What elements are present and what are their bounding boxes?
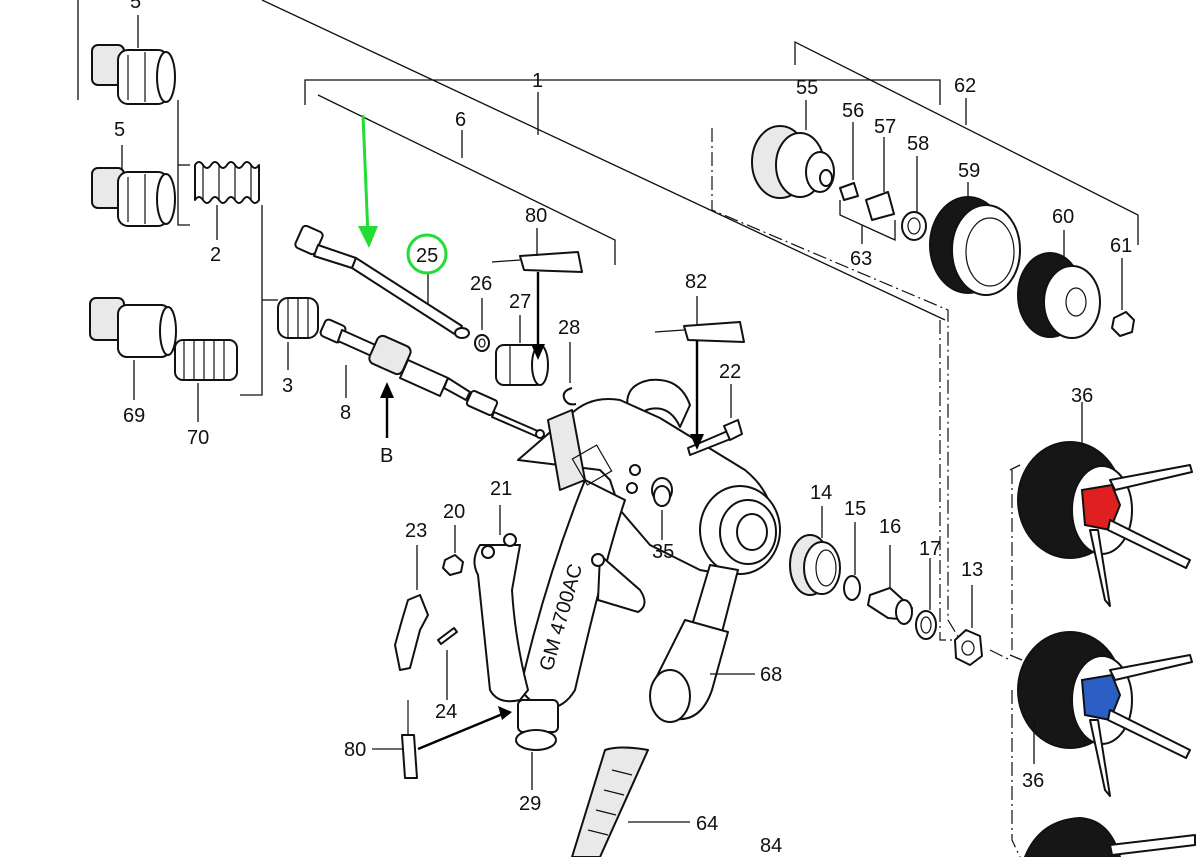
trigger-21 [473,505,529,703]
label-17: 17 [919,538,941,560]
seal-58 [901,156,927,241]
label-25: 25 [416,245,438,267]
nut-61 [1111,258,1135,337]
label-15: 15 [844,498,866,520]
label-26: 26 [470,273,492,295]
label-59: 59 [958,160,980,182]
label-64: 64 [696,813,718,835]
group-brackets [77,0,1139,857]
nut-20 [442,525,464,576]
highlight-circle-25 [406,233,448,275]
cap-55 [751,100,835,199]
grease-tube-80-bottom [372,700,418,779]
oring-35 [653,485,671,540]
arrows [358,114,704,751]
label-5: 5 [114,119,125,141]
label-27: 27 [509,291,531,313]
hose-connector-68 [649,564,755,723]
label-82: 82 [685,271,707,293]
label-16: 16 [879,516,901,538]
air-cap-36-blue [1017,631,1193,797]
label-70: 70 [187,427,209,449]
knob-69 [89,297,177,400]
spring-70 [174,339,238,422]
label-24: 24 [435,701,457,723]
ring-17 [915,558,937,640]
label-56: 56 [842,100,864,122]
nozzle-knob-5 [91,145,176,227]
air-cap-60 [1017,230,1101,339]
grease-tube-82 [654,296,745,343]
label-3: 3 [282,375,293,397]
nut-13 [954,585,983,666]
label-14: 14 [810,482,832,504]
screw-22 [687,384,743,456]
part-labels: 5 5 2 3 69 70 8 B 1 6 25 26 80 27 28 82 … [114,0,1132,857]
label-80-bottom: 80 [344,739,366,761]
trigger-clip-23 [394,545,429,671]
clip-28 [562,342,577,406]
label-6: 6 [455,109,466,131]
nozzle-57 [865,137,895,221]
label-57: 57 [874,116,896,138]
label-35: 35 [652,541,674,563]
label-21: 21 [490,478,512,500]
pin-24 [437,627,458,700]
air-cap-36-red [1017,402,1193,607]
grease-tube-80-top [491,228,583,273]
air-valve-8 [319,318,545,439]
label-29: 29 [519,793,541,815]
label-23: 23 [405,520,427,542]
ring-59 [929,182,1021,296]
label-69: 69 [123,405,145,427]
label-62: 62 [954,75,976,97]
oring-15 [843,522,861,601]
label-80-top: 80 [525,205,547,227]
label-36-top: 36 [1071,385,1093,407]
fitting-16 [867,545,913,625]
label-61: 61 [1110,235,1132,257]
needle-25 [294,224,470,339]
oring-26 [474,298,490,352]
label-36-bottom: 36 [1022,770,1044,792]
label-63: 63 [850,248,872,270]
nozzle-56 [839,122,859,201]
ring-14 [789,506,841,596]
label-2: 2 [210,244,221,266]
label-55: 55 [796,77,818,99]
nozzle-knob-top [91,15,176,105]
label-68: 68 [760,664,782,686]
green-arrow-head [358,226,378,248]
label-B: B [380,445,393,467]
label-58: 58 [907,133,929,155]
label-22: 22 [719,361,741,383]
label-20: 20 [443,501,465,523]
spring-2 [194,161,260,240]
label-5-top: 5 [130,0,141,13]
label-28: 28 [558,317,580,339]
gun-body: GM 4700AC [515,378,781,790]
green-arrow-shaft [361,114,370,237]
air-cap-partial-bottom [1023,816,1196,857]
label-1: 1 [532,70,543,92]
label-13: 13 [961,559,983,581]
label-60: 60 [1052,206,1074,228]
spring-3 [277,297,319,370]
label-84: 84 [760,835,782,857]
label-8: 8 [340,402,351,424]
hose-64 [571,746,690,857]
